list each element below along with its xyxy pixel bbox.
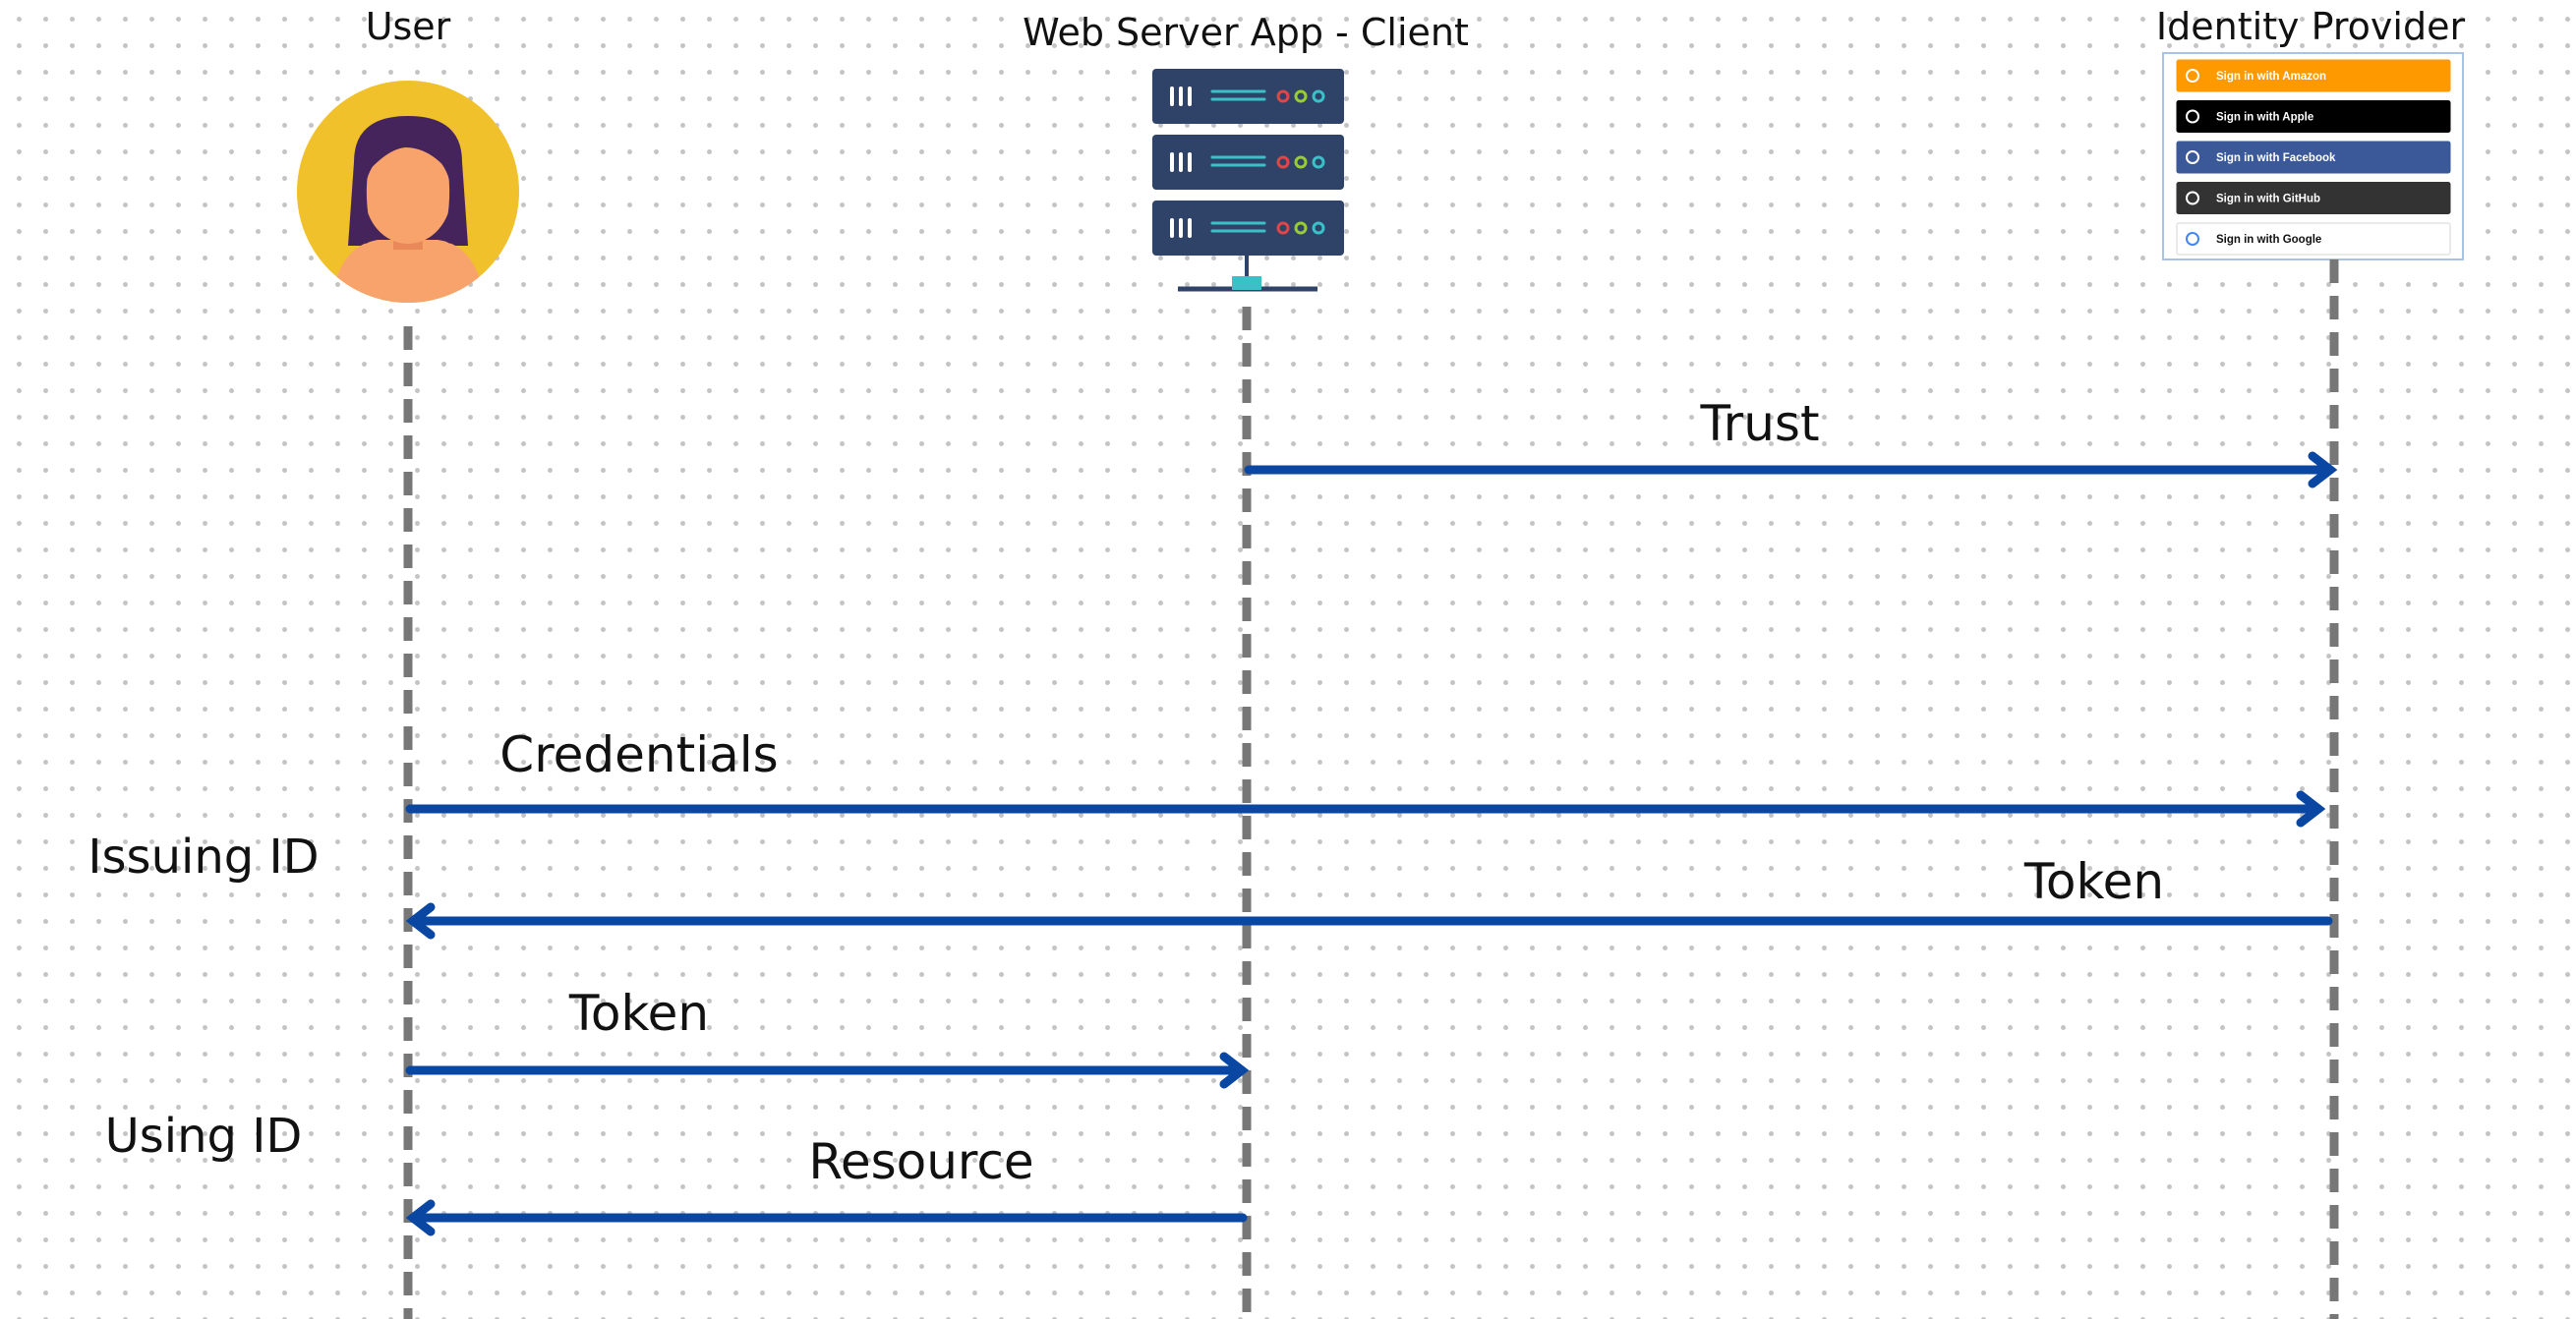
message-token-to-user-label: Token <box>2023 853 2164 910</box>
signin-amazon-button[interactable]: Sign in with Amazon <box>2176 59 2451 92</box>
message-resource: Resource <box>405 1133 1248 1236</box>
message-token-to-user: Token <box>405 853 2333 940</box>
signin-button-label: Sign in with GitHub <box>2216 194 2320 205</box>
amazon-icon <box>2186 69 2199 83</box>
signin-button-label: Sign in with Google <box>2216 234 2321 246</box>
phase-using-id: Using ID <box>105 1109 303 1164</box>
apple-icon <box>2186 109 2199 124</box>
message-trust: Trust <box>1244 395 2338 488</box>
signin-button-label: Sign in with Apple <box>2216 112 2313 124</box>
signin-github-button[interactable]: Sign in with GitHub <box>2176 182 2451 214</box>
message-credentials: Credentials <box>405 726 2326 828</box>
client-actor-label: Web Server App - Client <box>1023 11 1469 54</box>
signin-button-label: Sign in with Amazon <box>2216 71 2326 83</box>
message-token-to-client-label: Token <box>568 985 709 1042</box>
message-token-to-client: Token <box>405 985 1250 1089</box>
signin-button-label: Sign in with Facebook <box>2216 152 2336 164</box>
idp-actor-label: Identity Provider <box>2156 5 2466 48</box>
user-actor-label: User <box>366 5 451 48</box>
message-credentials-label: Credentials <box>499 726 778 783</box>
message-resource-label: Resource <box>808 1133 1033 1190</box>
signin-google-button[interactable]: Sign in with Google <box>2176 222 2451 256</box>
facebook-icon <box>2186 150 2199 164</box>
message-trust-label: Trust <box>1699 395 1819 452</box>
signin-apple-button[interactable]: Sign in with Apple <box>2176 100 2451 133</box>
google-icon <box>2186 232 2199 246</box>
phase-issuing-id: Issuing ID <box>88 830 319 885</box>
github-icon <box>2186 191 2199 205</box>
signin-facebook-button[interactable]: Sign in with Facebook <box>2176 141 2451 174</box>
server-icon <box>1152 69 1344 292</box>
user-avatar <box>297 81 519 303</box>
